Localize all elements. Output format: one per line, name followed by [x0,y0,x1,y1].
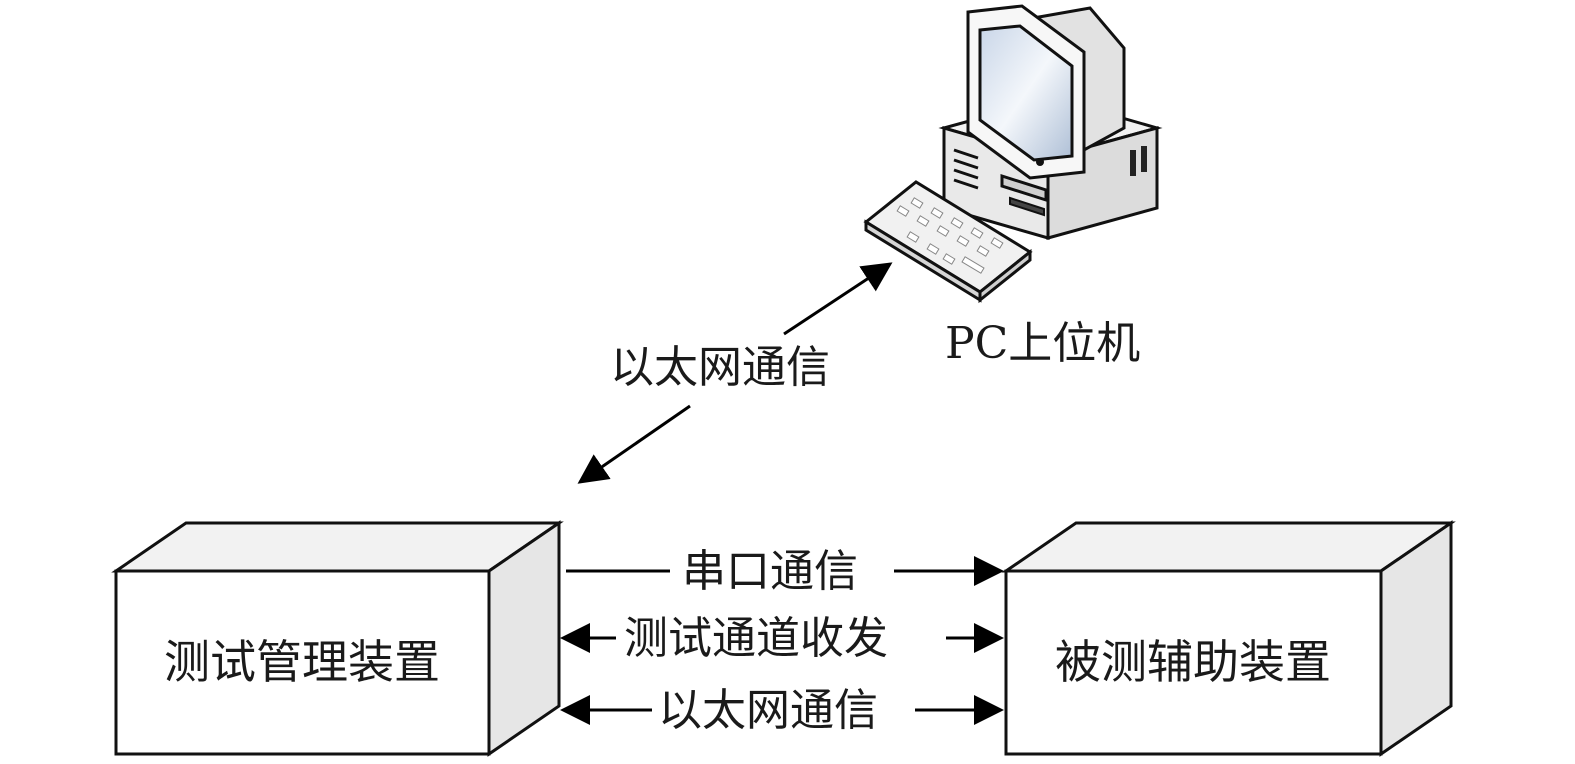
serial-link: 串口通信 [566,546,1004,597]
pc-link-label: 以太网通信 [610,342,830,393]
serial-link-label: 串口通信 [682,546,858,597]
test-manager-box: 测试管理装置 [111,520,564,757]
channel-link: 测试通道收发 [560,613,1004,664]
pc-link-upper-arrow [783,262,893,336]
channel-link-label: 测试通道收发 [624,613,888,664]
ethernet-link-label: 以太网通信 [658,685,878,736]
test-manager-label: 测试管理装置 [164,635,440,689]
pc-label: PC上位机 [945,318,1140,369]
aux-device-box: 被测辅助装置 [1001,520,1456,757]
ethernet-link: 以太网通信 [560,685,1004,736]
pc-ethernet-link: 以太网通信 [577,262,893,484]
pc-computer-icon [863,4,1163,304]
aux-device-label: 被测辅助装置 [1055,635,1331,689]
pc-link-lower-arrow [577,404,691,484]
